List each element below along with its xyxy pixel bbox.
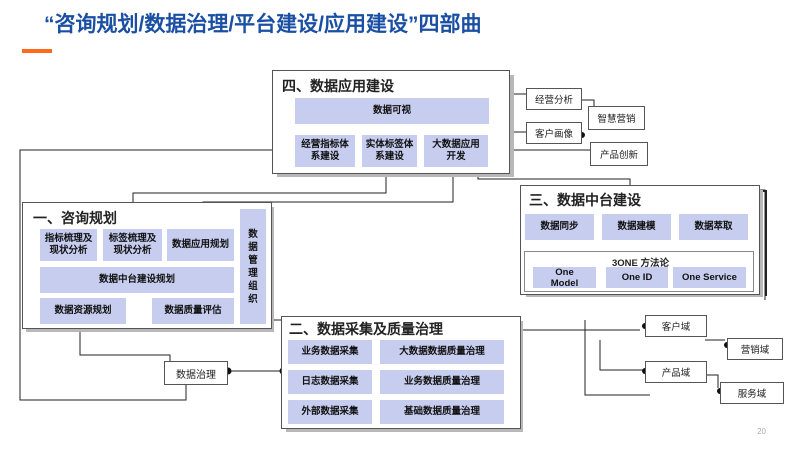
app-block-kpi: 经营指标体 系建设 bbox=[295, 135, 355, 167]
method-title: 3ONE 方法论 bbox=[612, 258, 670, 269]
app-block-viz: 数据可视 bbox=[295, 98, 489, 124]
tag-product-innovation: 产品创新 bbox=[590, 142, 648, 166]
tag-business-analysis: 经营分析 bbox=[526, 88, 582, 110]
quality-basic: 基础数据质量治理 bbox=[380, 400, 504, 424]
consult-block-app-plan: 数据应用规划 bbox=[167, 229, 234, 261]
page-number: 20 bbox=[757, 427, 766, 436]
collect-business: 业务数据采集 bbox=[288, 340, 372, 364]
app-block-bigdata: 大数据应用 开发 bbox=[424, 135, 488, 167]
tag-customer-profile: 客户画像 bbox=[526, 122, 582, 144]
tag-data-governance: 数据治理 bbox=[164, 361, 228, 385]
platform-block-extraction: 数据萃取 bbox=[679, 214, 748, 240]
method-one-service: One Service bbox=[673, 267, 746, 288]
app-block-tags: 实体标签体 系建设 bbox=[362, 135, 417, 167]
collect-external: 外部数据采集 bbox=[288, 400, 372, 424]
consult-block-platform-plan: 数据中台建设规划 bbox=[40, 267, 234, 293]
tag-product-domain: 产品域 bbox=[645, 361, 707, 383]
collect-panel-title: 二、数据采集及质量治理 bbox=[289, 321, 443, 337]
consult-block-resource-plan: 数据资源规划 bbox=[40, 298, 126, 324]
method-one-model: One Model bbox=[533, 267, 596, 289]
platform-block-modeling: 数据建模 bbox=[602, 214, 671, 240]
tag-customer-domain: 客户域 bbox=[645, 315, 707, 337]
quality-business: 业务数据质量治理 bbox=[380, 370, 504, 394]
tag-smart-marketing: 智慧营销 bbox=[588, 106, 645, 130]
platform-panel-title: 三、数据中台建设 bbox=[529, 192, 641, 208]
consult-block-quality-eval: 数据质量评估 bbox=[152, 298, 234, 324]
tag-marketing-domain: 营销域 bbox=[727, 338, 783, 360]
consult-block-labels: 标签梳理及 现状分析 bbox=[103, 229, 162, 261]
consult-block-org: 数据管理组织 bbox=[240, 209, 266, 324]
page-title: “咨询规划/数据治理/平台建设/应用建设”四部曲 bbox=[44, 13, 482, 36]
consult-block-indicators: 指标梳理及 现状分析 bbox=[40, 229, 97, 261]
quality-bigdata: 大数据数据质量治理 bbox=[380, 340, 504, 364]
consult-panel-title: 一、咨询规划 bbox=[33, 210, 117, 226]
platform-block-sync: 数据同步 bbox=[525, 214, 594, 240]
tag-service-domain: 服务域 bbox=[720, 382, 784, 404]
app-panel-title: 四、数据应用建设 bbox=[282, 78, 394, 94]
method-one-id: One ID bbox=[606, 267, 668, 288]
collect-log: 日志数据采集 bbox=[288, 370, 372, 394]
title-accent-bar bbox=[22, 49, 52, 53]
